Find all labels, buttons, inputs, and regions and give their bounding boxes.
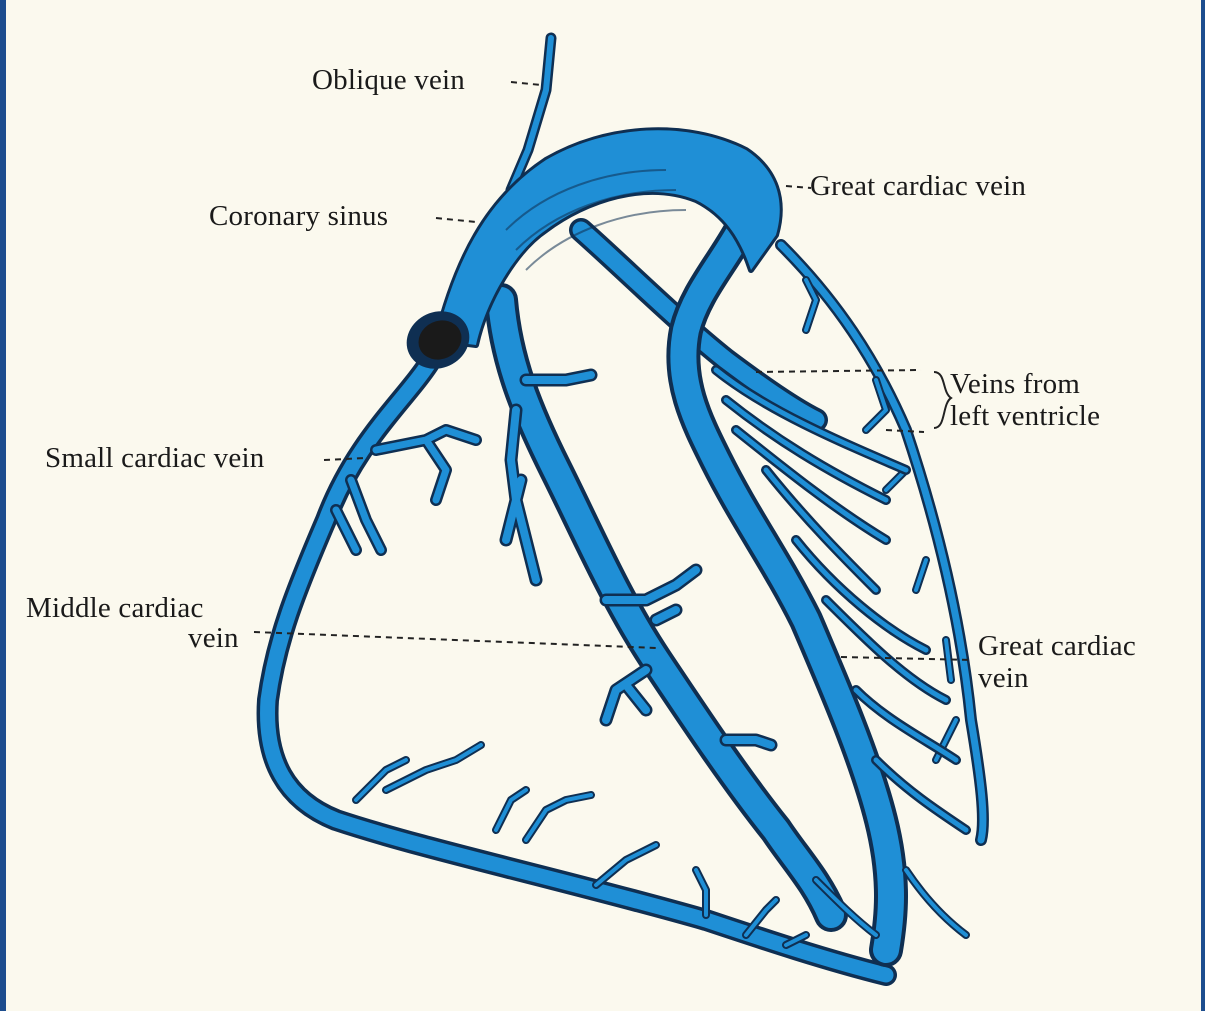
label-middle-cardiac-line1: Middle cardiac [26,592,204,624]
label-middle-cardiac-line2: vein [188,622,239,654]
cardiac-veins-illustration [6,0,1201,1011]
label-coronary-sinus: Coronary sinus [209,200,388,232]
label-great-cardiac-line2: vein [978,662,1029,694]
label-great-cardiac-vein-top: Great cardiac vein [810,170,1026,202]
label-veins-from-lv-line1: Veins from [950,368,1080,400]
label-small-cardiac-vein: Small cardiac vein [45,442,264,474]
label-oblique-vein: Oblique vein [312,64,465,96]
diagram-canvas: Oblique vein Coronary sinus Great cardia… [6,0,1201,1011]
veins-from-left-ventricle [716,370,966,935]
label-great-cardiac-line1: Great cardiac [978,630,1136,662]
veins-from-lv-brace [934,372,951,428]
label-veins-from-lv-line2: left ventricle [950,400,1100,432]
